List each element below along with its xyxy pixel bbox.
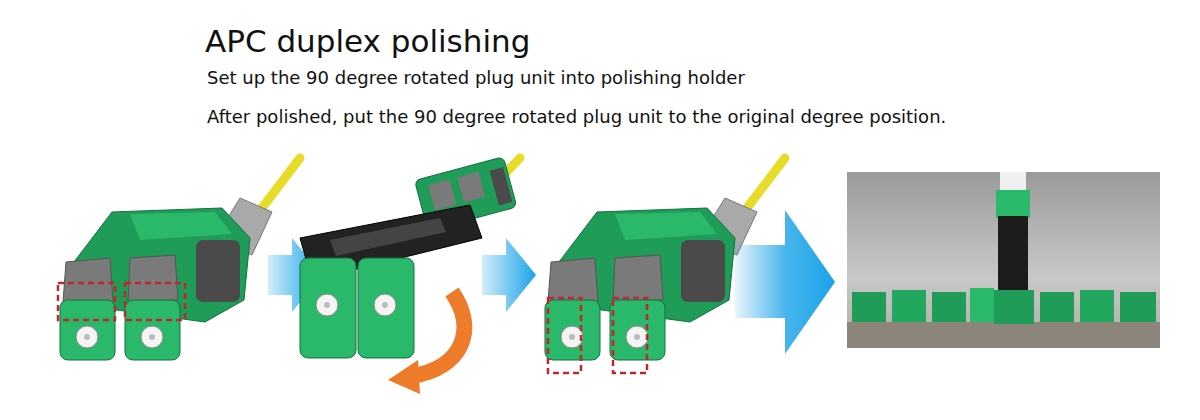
rotated-plug bbox=[996, 190, 1030, 218]
connector-in-holder bbox=[892, 290, 926, 322]
photo-background bbox=[847, 172, 1160, 348]
side-clip bbox=[490, 167, 513, 205]
connector-in-holder bbox=[852, 292, 886, 322]
connector-in-holder bbox=[1120, 292, 1156, 322]
highlight-box bbox=[613, 298, 647, 373]
plug bbox=[358, 258, 414, 358]
cable bbox=[1000, 172, 1026, 192]
highlight-box bbox=[125, 283, 185, 320]
plug bbox=[300, 258, 356, 358]
connector-in-holder bbox=[932, 292, 966, 322]
diagram-title: APC duplex polishing bbox=[205, 22, 530, 60]
connector-in-holder bbox=[1080, 290, 1114, 322]
fiber-core bbox=[382, 302, 388, 308]
instruction-text: After polished, put the 90 degree rotate… bbox=[207, 105, 946, 129]
rotation-arrow bbox=[412, 292, 464, 376]
holder-slot bbox=[330, 218, 446, 256]
step-arrow bbox=[735, 210, 835, 354]
duplex-connector bbox=[60, 158, 300, 360]
connector-in-holder bbox=[970, 288, 994, 322]
instruction-text: Set up the 90 degree rotated plug unit i… bbox=[207, 66, 745, 90]
holder bbox=[998, 216, 1028, 296]
latch bbox=[457, 172, 485, 203]
highlight-box bbox=[58, 283, 115, 320]
fiber-core bbox=[324, 302, 330, 308]
highlight-box bbox=[548, 298, 581, 373]
latch bbox=[428, 179, 456, 210]
polishing-photo bbox=[847, 172, 1160, 348]
step-arrow bbox=[482, 238, 536, 312]
ferrule bbox=[316, 294, 338, 316]
ferrule bbox=[374, 294, 396, 316]
rotation-arrowhead bbox=[388, 360, 420, 394]
connector-in-holder bbox=[1040, 292, 1074, 322]
holder-plate bbox=[847, 322, 1160, 348]
rotated-plug bbox=[994, 290, 1034, 324]
